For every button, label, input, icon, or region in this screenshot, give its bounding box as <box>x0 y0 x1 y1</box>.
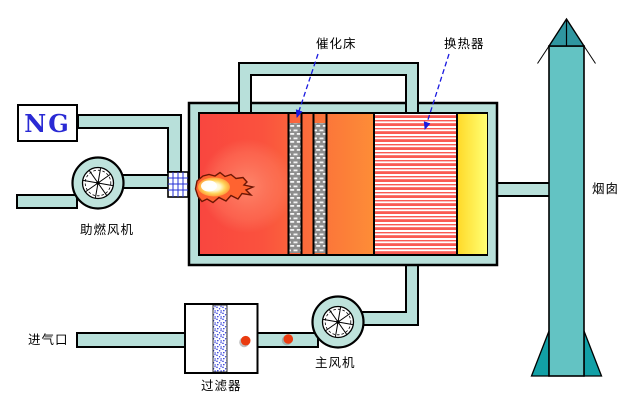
chimney-cap-brim-left <box>537 39 554 64</box>
ng-label: NG <box>24 108 71 138</box>
burner-grid <box>167 171 189 198</box>
dust-particle <box>239 335 251 348</box>
main-fan <box>311 295 365 349</box>
chimney-cap-brim-right <box>579 39 596 64</box>
air-inlet-pipe <box>76 332 190 348</box>
label-main-fan: 主风机 <box>315 355 356 370</box>
chimney-column <box>548 45 585 377</box>
label-chimney: 烟囱 <box>592 181 620 196</box>
main-fan-outlet-pipe <box>355 264 419 326</box>
label-air-inlet: 进气口 <box>28 332 69 347</box>
label-filter: 过滤器 <box>201 378 242 393</box>
ng-source-box: NG <box>17 104 78 142</box>
combustion-fan-inlet-pipe <box>16 194 78 209</box>
filter-media <box>212 304 228 373</box>
label-catalyst-bed: 催化床 <box>316 36 357 51</box>
label-heat-exchanger: 换热器 <box>444 36 485 51</box>
heat-exchanger <box>373 112 458 256</box>
chimney <box>530 17 603 377</box>
leader-heat-exchanger <box>423 53 450 130</box>
chimney-flare-left <box>530 330 550 377</box>
leader-catalyst-bed <box>295 53 319 118</box>
combustion-fan-outlet-pipe <box>117 174 171 189</box>
filter-box <box>184 303 259 374</box>
stack-pipe <box>494 182 554 197</box>
catalyst-bed-2 <box>312 113 328 255</box>
outlet-zone <box>458 114 487 254</box>
catalyst-bed-1 <box>287 113 303 255</box>
bypass-duct <box>239 62 418 113</box>
label-combustion-fan: 助燃风机 <box>80 222 135 237</box>
combustion-fan <box>71 156 125 210</box>
pipe-network <box>16 114 554 348</box>
flame <box>194 171 256 204</box>
bypass-duct-outline <box>238 62 419 113</box>
dust-particle <box>281 334 294 346</box>
chimney-flare-right <box>583 330 603 377</box>
